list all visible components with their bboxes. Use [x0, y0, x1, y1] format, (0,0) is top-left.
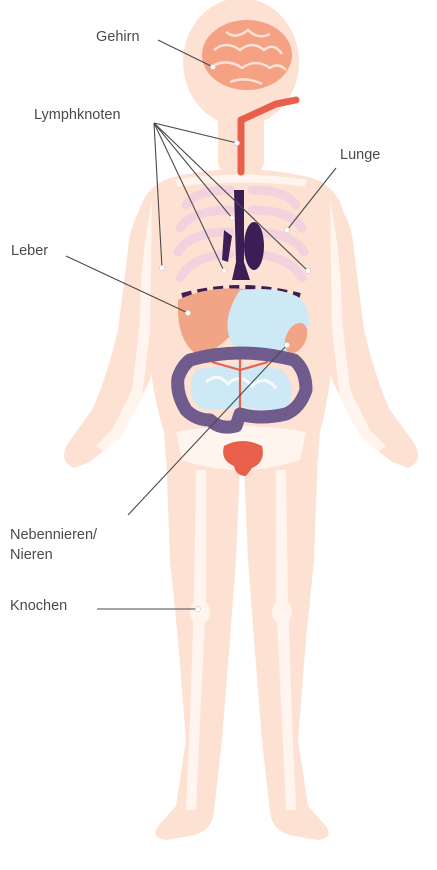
label-lung: Lunge — [340, 145, 380, 165]
label-adrenal-kidneys-line2: Nieren — [10, 545, 97, 565]
brain — [202, 20, 292, 90]
small-intestine — [191, 365, 292, 410]
label-lymph-nodes: Lymphknoten — [34, 105, 121, 125]
label-liver: Leber — [11, 241, 48, 261]
label-brain: Gehirn — [96, 27, 140, 47]
label-bone: Knochen — [10, 596, 67, 616]
label-adrenal-kidneys: Nebennieren/ Nieren — [10, 525, 97, 565]
label-adrenal-kidneys-line1: Nebennieren/ — [10, 525, 97, 545]
